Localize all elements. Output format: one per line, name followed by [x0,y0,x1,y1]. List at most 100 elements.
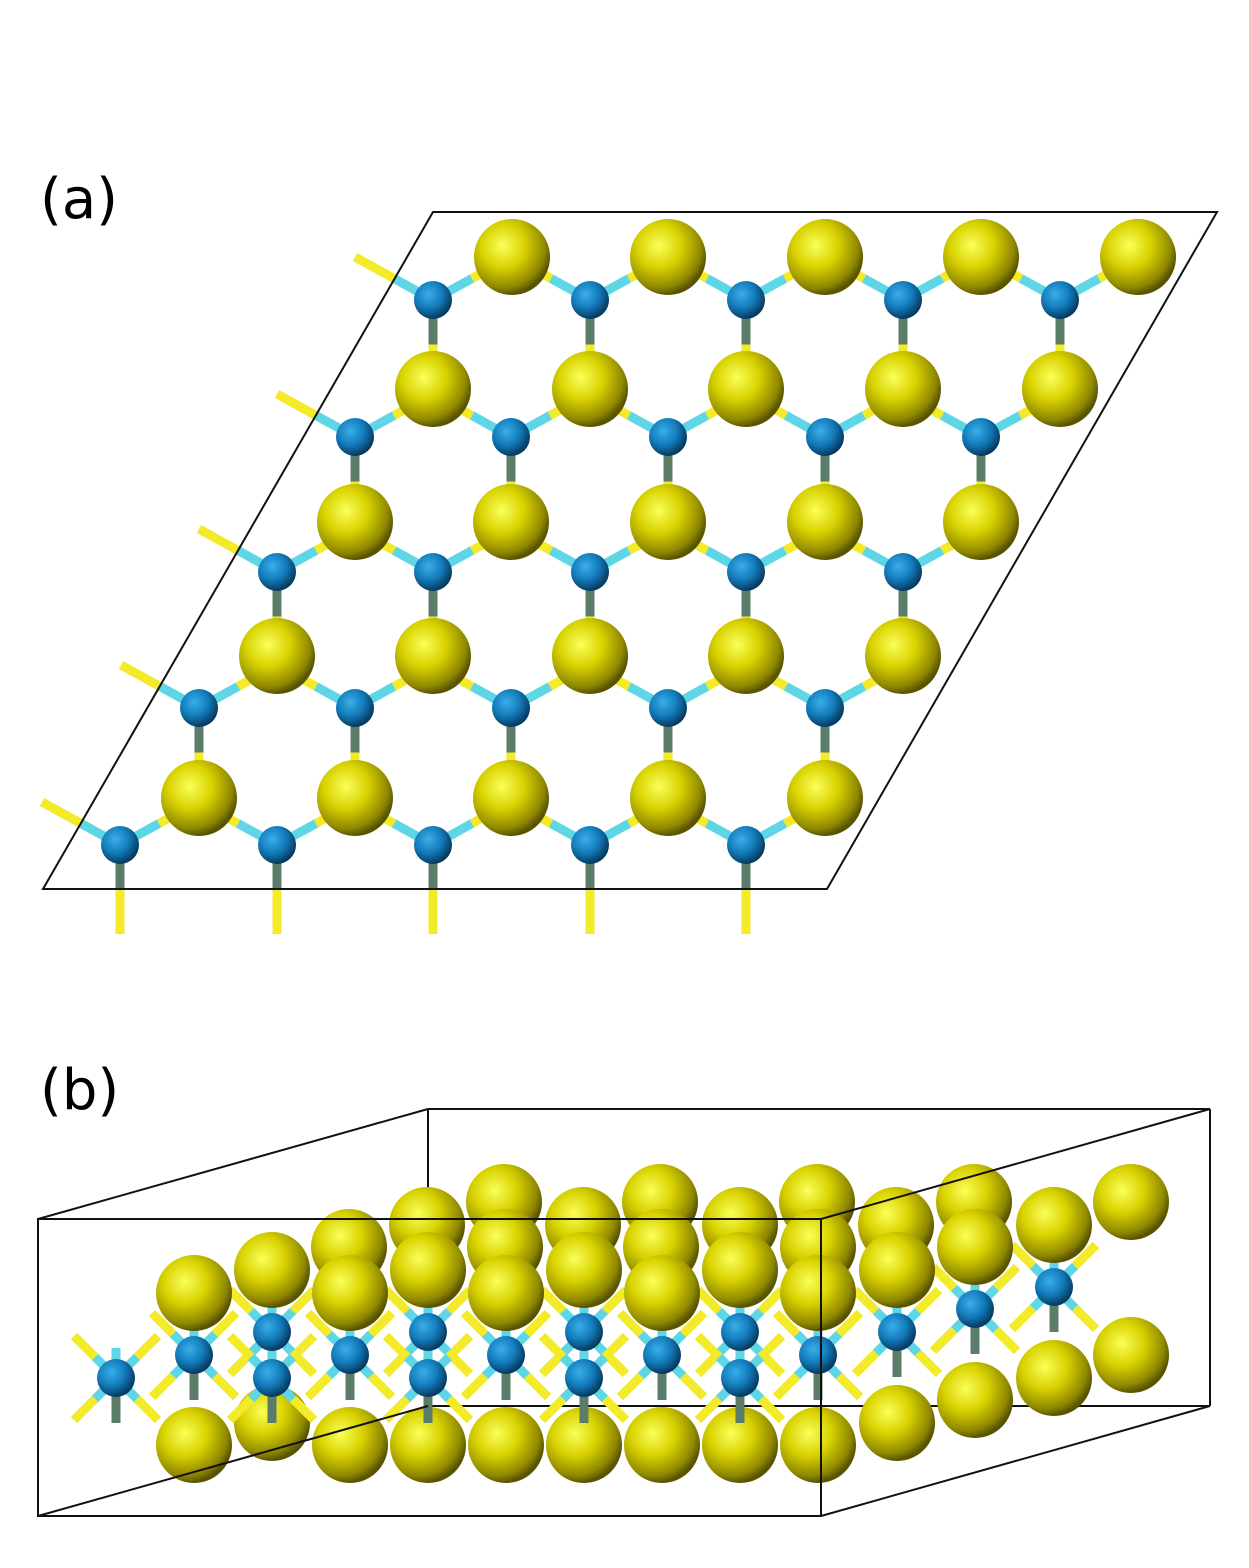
large-atom [630,760,706,836]
panel-a-label: (a) [40,167,119,232]
small-atom [180,689,218,727]
large-atom [156,1255,232,1331]
large-atom [937,1362,1013,1438]
small-atom [1035,1268,1073,1306]
large-atom [1100,219,1176,295]
large-atom [780,1407,856,1483]
large-atom [865,351,941,427]
panel-b-top-atoms [156,1164,1169,1331]
panel-b-side-view [37,1108,1211,1517]
small-atom [336,418,374,456]
large-atom [473,484,549,560]
small-atom [175,1336,213,1374]
large-atom [1093,1317,1169,1393]
small-atom [253,1313,291,1351]
large-atom [624,1407,700,1483]
small-atom [571,281,609,319]
large-atom [161,760,237,836]
large-atom [787,484,863,560]
large-atom [473,760,549,836]
large-atom [937,1209,1013,1285]
small-atom [258,553,296,591]
small-atom [643,1336,681,1374]
large-atom [468,1407,544,1483]
small-atom [884,553,922,591]
large-atom [624,1255,700,1331]
large-atom [546,1232,622,1308]
small-atom [727,281,765,319]
small-atom [414,826,452,864]
large-atom [312,1407,388,1483]
large-atom [859,1385,935,1461]
large-atom [1022,351,1098,427]
large-atom [859,1232,935,1308]
small-atom [806,418,844,456]
small-atom [727,826,765,864]
large-atom [943,219,1019,295]
large-atom [546,1407,622,1483]
large-atom [702,1232,778,1308]
large-atom [702,1407,778,1483]
large-atom [787,219,863,295]
small-atom [258,826,296,864]
small-atom [253,1359,291,1397]
small-atom [414,281,452,319]
large-atom [1016,1340,1092,1416]
large-atom [156,1407,232,1483]
large-atom [234,1232,310,1308]
small-atom [799,1336,837,1374]
small-atom [878,1313,916,1351]
small-atom [721,1313,759,1351]
small-atom [336,689,374,727]
large-atom [787,760,863,836]
panel-a-top-view [39,211,1219,934]
large-atom [474,219,550,295]
small-atom [1041,281,1079,319]
panel-a-large-atoms [161,219,1176,836]
panel-a-small-atoms [101,281,1079,864]
panel-b-small-atoms [97,1268,1073,1397]
large-atom [390,1232,466,1308]
small-atom [101,826,139,864]
large-atom [630,219,706,295]
small-atom [806,689,844,727]
small-atom [409,1359,447,1397]
small-atom [97,1359,135,1397]
large-atom [390,1407,466,1483]
large-atom [552,618,628,694]
large-atom [239,618,315,694]
small-atom [721,1359,759,1397]
small-atom [727,553,765,591]
large-atom [1016,1187,1092,1263]
small-atom [962,418,1000,456]
small-atom [487,1336,525,1374]
large-atom [312,1255,388,1331]
panel-b-cell-front [37,1108,1211,1517]
large-atom [708,351,784,427]
small-atom [571,826,609,864]
large-atom [943,484,1019,560]
panel-a-unit-cell [41,211,1219,890]
large-atom [1093,1164,1169,1240]
small-atom [565,1313,603,1351]
small-atom [649,418,687,456]
small-atom [492,418,530,456]
large-atom [708,618,784,694]
small-atom [409,1313,447,1351]
small-atom [956,1290,994,1328]
large-atom [317,484,393,560]
large-atom [780,1255,856,1331]
small-atom [331,1336,369,1374]
small-atom [492,689,530,727]
small-atom [414,553,452,591]
large-atom [865,618,941,694]
small-atom [565,1359,603,1397]
large-atom [317,760,393,836]
large-atom [395,618,471,694]
panel-b-label: (b) [40,1058,120,1123]
small-atom [571,553,609,591]
large-atom [468,1255,544,1331]
large-atom [395,351,471,427]
panel-b-bottom-atoms [156,1317,1169,1483]
